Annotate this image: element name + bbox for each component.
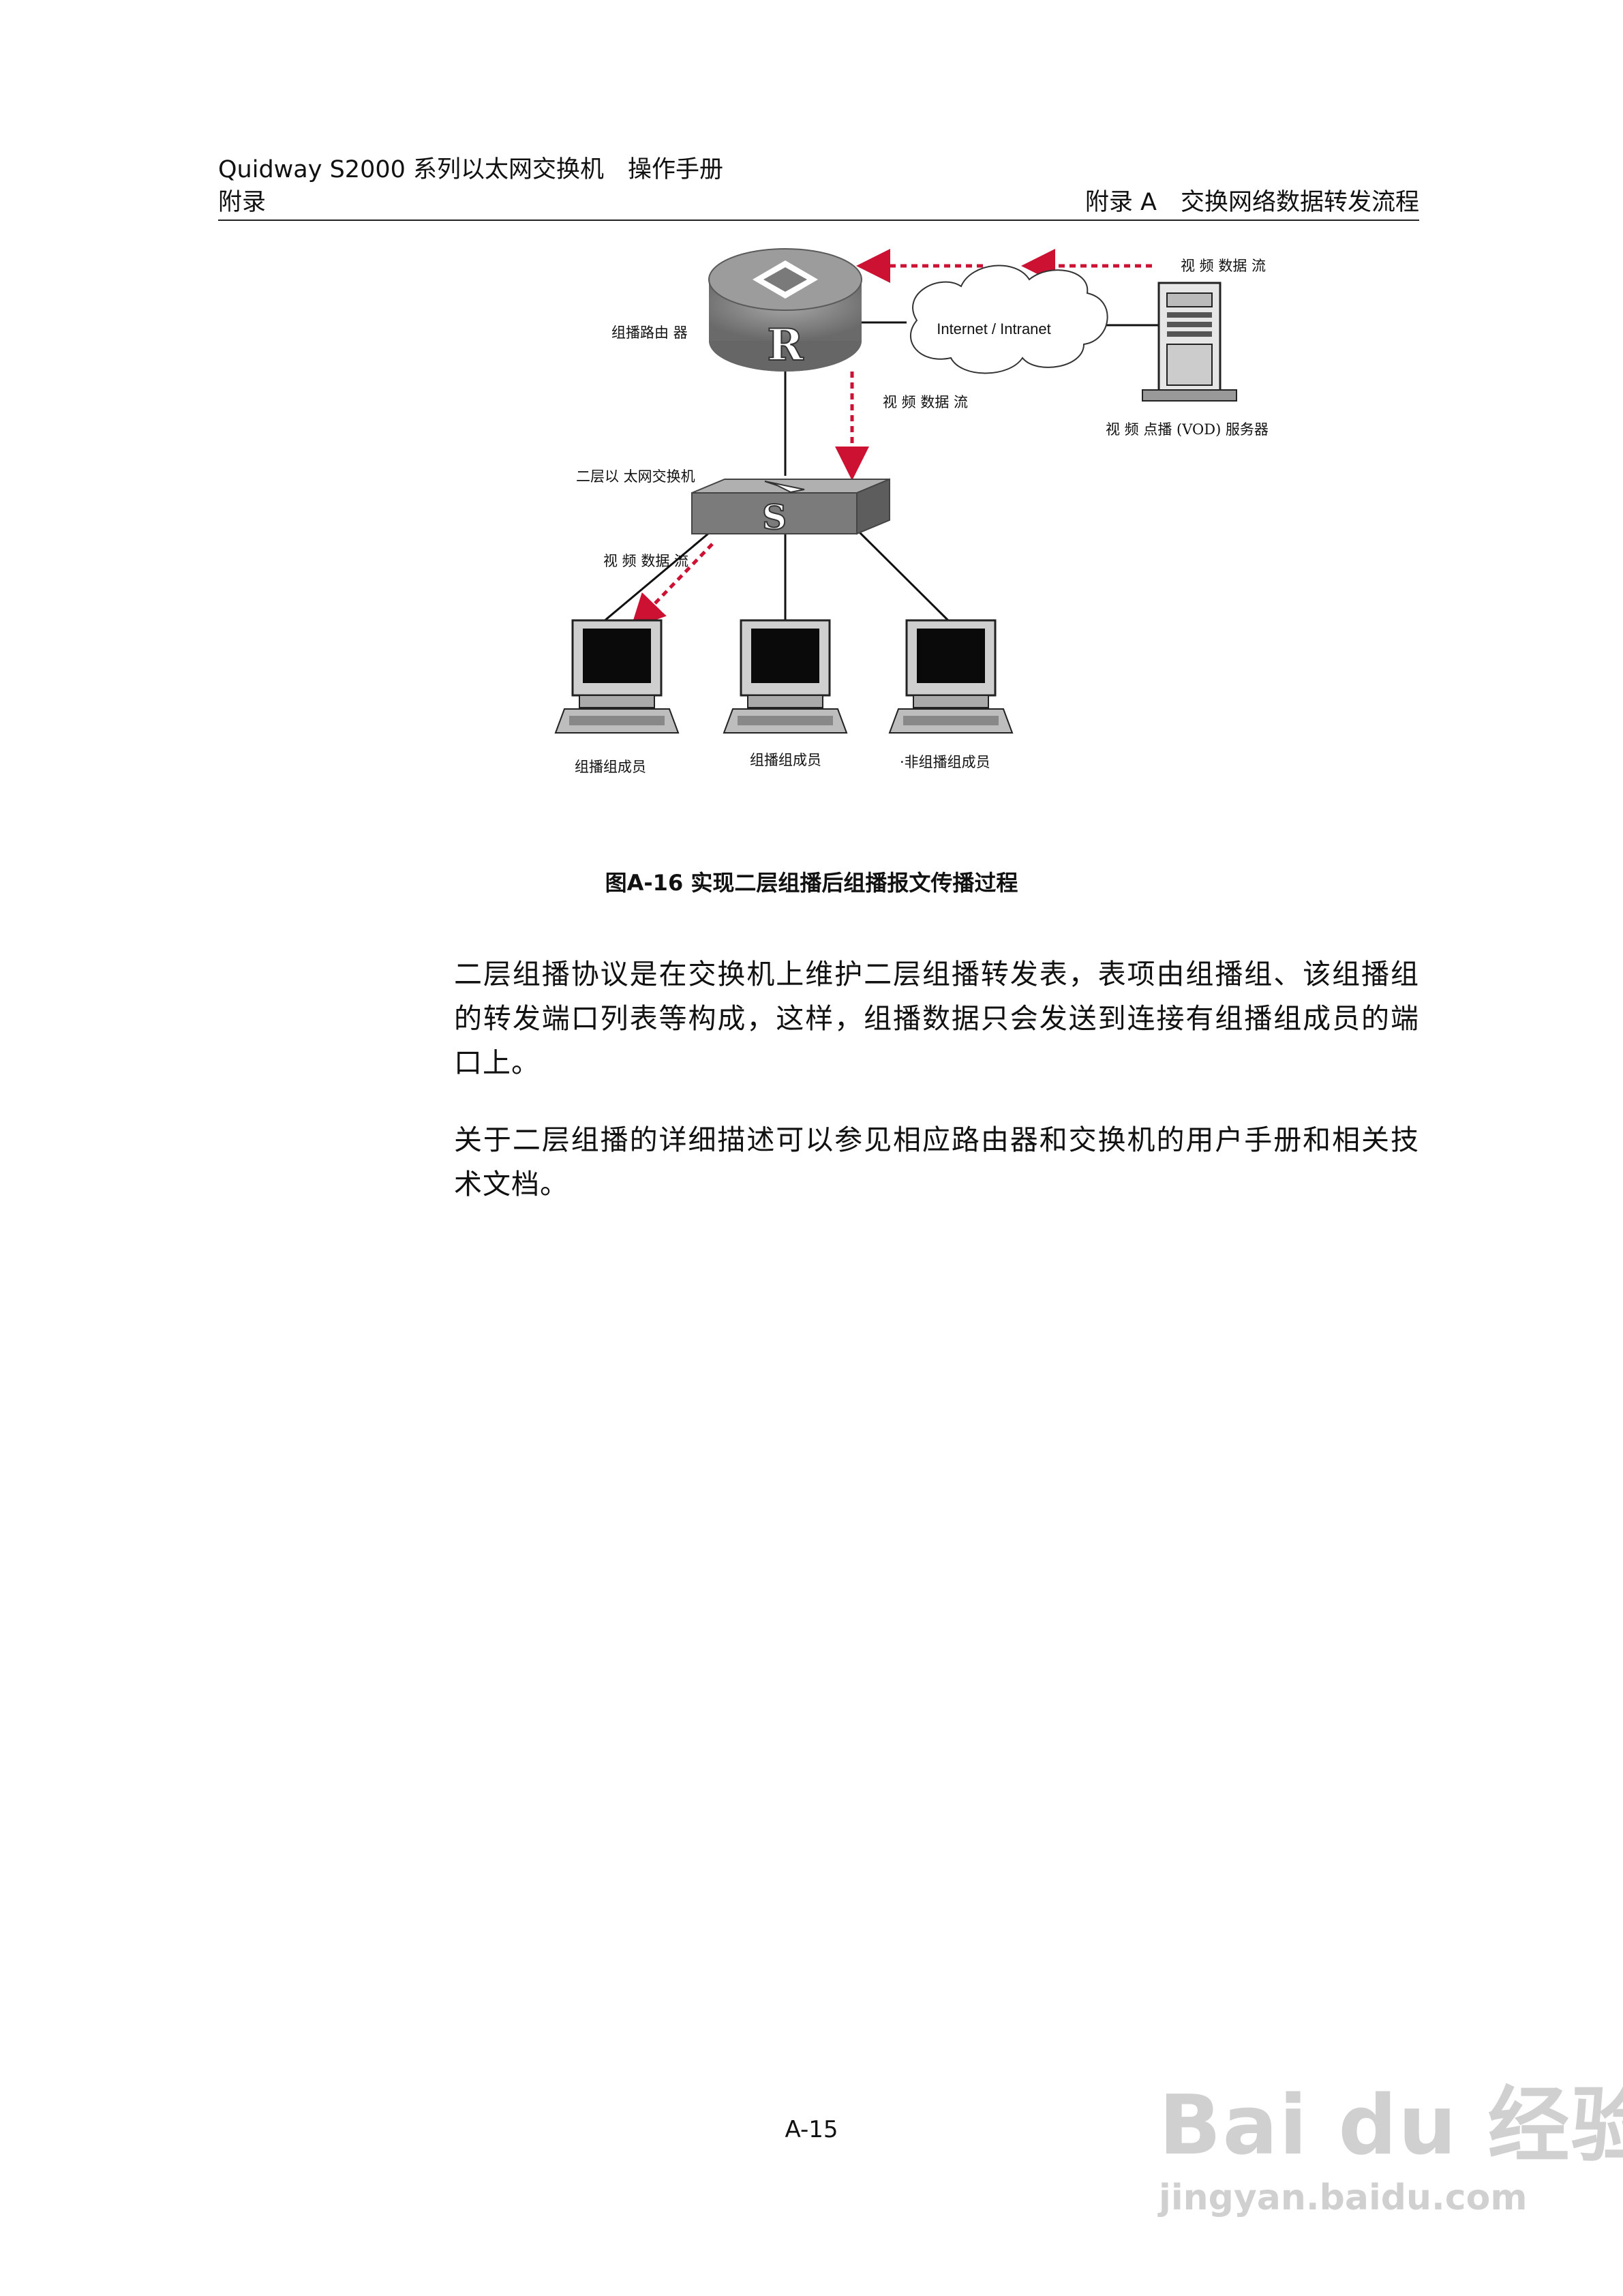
switch-label: 二层以 太网交换机 — [576, 468, 695, 485]
vod-server-icon — [1142, 282, 1237, 402]
pc-member-1 — [554, 619, 680, 734]
cloud-label: Internet / Intranet — [937, 320, 1051, 337]
router-icon: R — [708, 248, 862, 372]
pc-member-2 — [723, 619, 848, 734]
network-diagram: R Internet / Intranet S — [554, 248, 1269, 775]
router-letter: R — [767, 320, 804, 371]
stream-label-top: 视 频 数据 流 — [1181, 258, 1266, 274]
flow-arrows — [631, 249, 1152, 629]
watermark-url: jingyan.baidu.com — [1159, 2177, 1528, 2218]
internet-cloud: Internet / Intranet — [909, 265, 1108, 374]
page-number: A-15 — [785, 2116, 838, 2143]
paragraph-2: 关于二层组播的详细描述可以参见相应路由器和交换机的用户手册和相关技术文档。 — [454, 1123, 1419, 1200]
pc2-label: 组播组成员 — [750, 752, 821, 768]
watermark-brand: Bai du 经验 — [1159, 2079, 1623, 2173]
switch-letter: S — [762, 497, 787, 537]
section-left: 附录 — [218, 189, 267, 216]
baidu-watermark: Bai du 经验 jingyan.baidu.com — [1159, 2059, 1623, 2218]
pc3-label: ·非组播组成员 — [900, 754, 990, 770]
link-lines — [603, 321, 1159, 623]
switch-icon: S — [691, 478, 890, 538]
paragraph-1: 二层组播协议是在交换机上维护二层组播转发表，表项由组播组、该组播组的转发端口列表… — [454, 958, 1419, 1079]
manual-title: Quidway S2000 系列以太网交换机 操作手册 — [218, 156, 723, 183]
router-label: 组播路由 器 — [611, 324, 688, 341]
stream-label-mid: 视 频 数据 流 — [883, 394, 968, 410]
figure-caption: 图A-16 实现二层组播后组播报文传播过程 — [605, 870, 1018, 896]
server-label: 视 频 点播 (VOD) 服务器 — [1106, 421, 1269, 438]
stream-label-low: 视 频 数据 流 — [603, 553, 688, 569]
section-right: 附录 A 交换网络数据转发流程 — [1084, 189, 1419, 216]
pc1-label: 组播组成员 — [575, 759, 646, 775]
header-rule — [218, 220, 1419, 221]
flow-arrow-pc — [631, 543, 714, 629]
pc-non-member — [888, 619, 1014, 734]
